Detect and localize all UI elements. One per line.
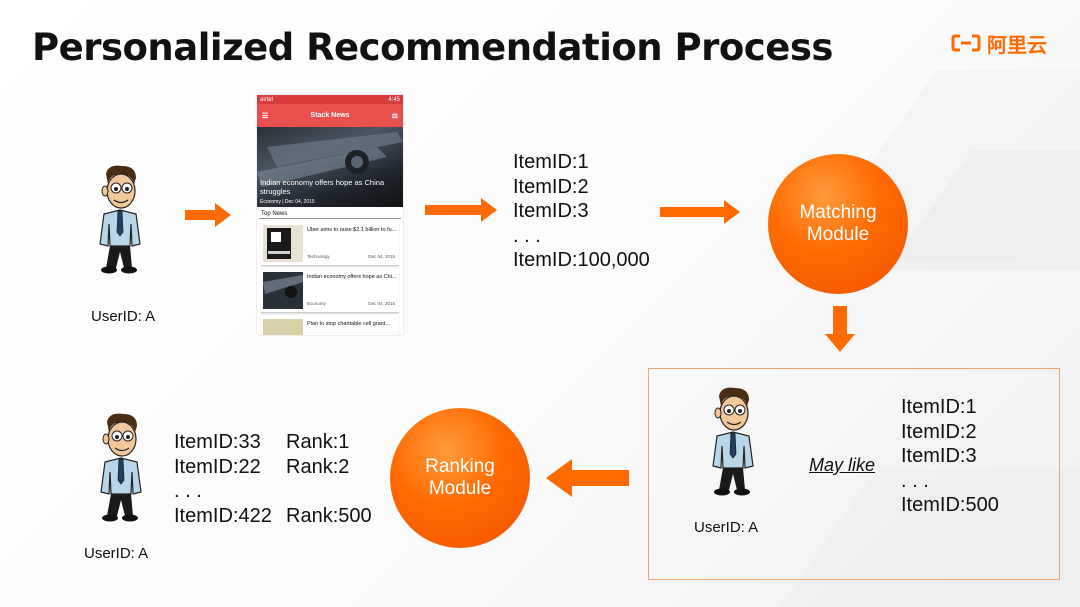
hero-title: Indian economy offers hope as China stru…	[260, 178, 385, 196]
hero-meta: Economy | Dec 04, 2015	[260, 199, 315, 205]
liked-item: ItemID:500	[901, 494, 999, 516]
ranked-item-id: . . .	[174, 480, 202, 502]
ranked-item-rank: Rank:1	[286, 431, 350, 453]
ranked-item-id: ItemID:422	[174, 504, 272, 527]
liked-item: ItemID:2	[901, 420, 977, 443]
filter-icon: ⚖	[391, 112, 398, 120]
candidate-item: . . .	[513, 224, 541, 247]
item-title: Plan to stop charitable cell grant...	[307, 321, 390, 327]
clock-text: 4:45	[388, 96, 400, 103]
matching-module-label-line2: Module	[806, 224, 870, 245]
may-like-label: May like	[809, 455, 876, 475]
arrow-right-icon	[185, 203, 231, 227]
hero-article: Indian economy offers hope as China stru…	[257, 127, 403, 207]
ranked-item-rank: Rank:2	[286, 455, 350, 478]
item-title: Uber aims to raise $2.1 billion to fu...	[307, 227, 397, 233]
ranking-module-label-line2: Module	[428, 478, 492, 499]
arrow-down-icon	[825, 306, 855, 352]
user-figure-top	[92, 164, 148, 280]
app-title: Stack News	[310, 112, 350, 119]
candidate-item: ItemID:100,000	[513, 249, 650, 271]
ranked-item-id: ItemID:22	[174, 455, 261, 478]
ranking-module-label-line1: Ranking	[425, 456, 495, 477]
uber-thumbnail-image	[263, 225, 303, 262]
liked-item: ItemID:3	[901, 445, 977, 467]
person-icon	[100, 413, 142, 522]
liked-item: ItemID:1	[901, 396, 977, 418]
item-title: Indian economy offers hope as Chi...	[307, 274, 397, 280]
user-figure-box	[705, 386, 761, 502]
ranked-item-id: ItemID:33	[174, 431, 261, 453]
item-date: Dec 04, 2015	[368, 254, 395, 259]
candidate-item: ItemID:3	[513, 200, 589, 222]
item-category: Economy	[307, 301, 326, 306]
arrow-left-icon	[546, 459, 629, 497]
list-item: Uber aims to raise $2.1 billion to fu...…	[261, 222, 399, 266]
aliyun-logo-icon	[951, 34, 981, 52]
liked-item: . . .	[901, 469, 929, 492]
menu-icon: ☰	[262, 112, 269, 120]
liked-item-list: ItemID:1 ItemID:2 ItemID:3 . . . ItemID:…	[901, 395, 999, 518]
section-label: Top News	[259, 207, 401, 219]
user-label-top: UserID: A	[91, 308, 156, 325]
page-title: Personalized Recommendation Process	[32, 26, 833, 69]
app-toolbar: ☰ Stack News ⚖	[257, 104, 403, 127]
user-label-box: UserID: A	[694, 519, 759, 536]
user-figure-bottom	[93, 412, 149, 528]
brand-logo: 阿里云	[951, 30, 1047, 57]
carrier-text: airtel	[260, 96, 274, 103]
user-label-bottom: UserID: A	[84, 545, 149, 562]
list-item: Indian economy offers hope as Chi... Eco…	[261, 269, 399, 313]
ranked-item-rank	[286, 479, 386, 504]
economy-thumbnail-image	[263, 272, 303, 309]
item-date: Dec 04, 2015	[368, 301, 395, 306]
arrow-right-icon	[425, 198, 497, 222]
candidate-item-list: ItemID:1 ItemID:2 ItemID:3 . . . ItemID:…	[513, 150, 650, 273]
person-icon	[712, 387, 754, 496]
matching-module-node: Matching Module	[768, 154, 908, 294]
person-icon	[99, 165, 141, 274]
ranked-item-rank: Rank:500	[286, 504, 372, 527]
ranking-module-node: Ranking Module	[390, 408, 530, 548]
logo-text: 阿里云	[987, 32, 1047, 57]
hero-image	[257, 132, 403, 187]
item-category: Technology	[307, 254, 330, 259]
list-item: Plan to stop charitable cell grant...	[261, 316, 399, 335]
arrow-right-icon	[660, 200, 740, 224]
ranked-item-list: ItemID:33 Rank:1 ItemID:22 Rank:2 . . . …	[174, 430, 386, 528]
candidate-item: ItemID:2	[513, 175, 589, 198]
candidate-item: ItemID:1	[513, 151, 589, 173]
phone-status-bar: airtel 4:45	[257, 95, 403, 104]
user-preference-box	[648, 368, 1060, 580]
matching-module-label-line1: Matching	[799, 202, 877, 223]
thumbnail-image	[263, 319, 303, 335]
news-app-screenshot: airtel 4:45 ☰ Stack News ⚖ Indian econom…	[257, 95, 403, 335]
